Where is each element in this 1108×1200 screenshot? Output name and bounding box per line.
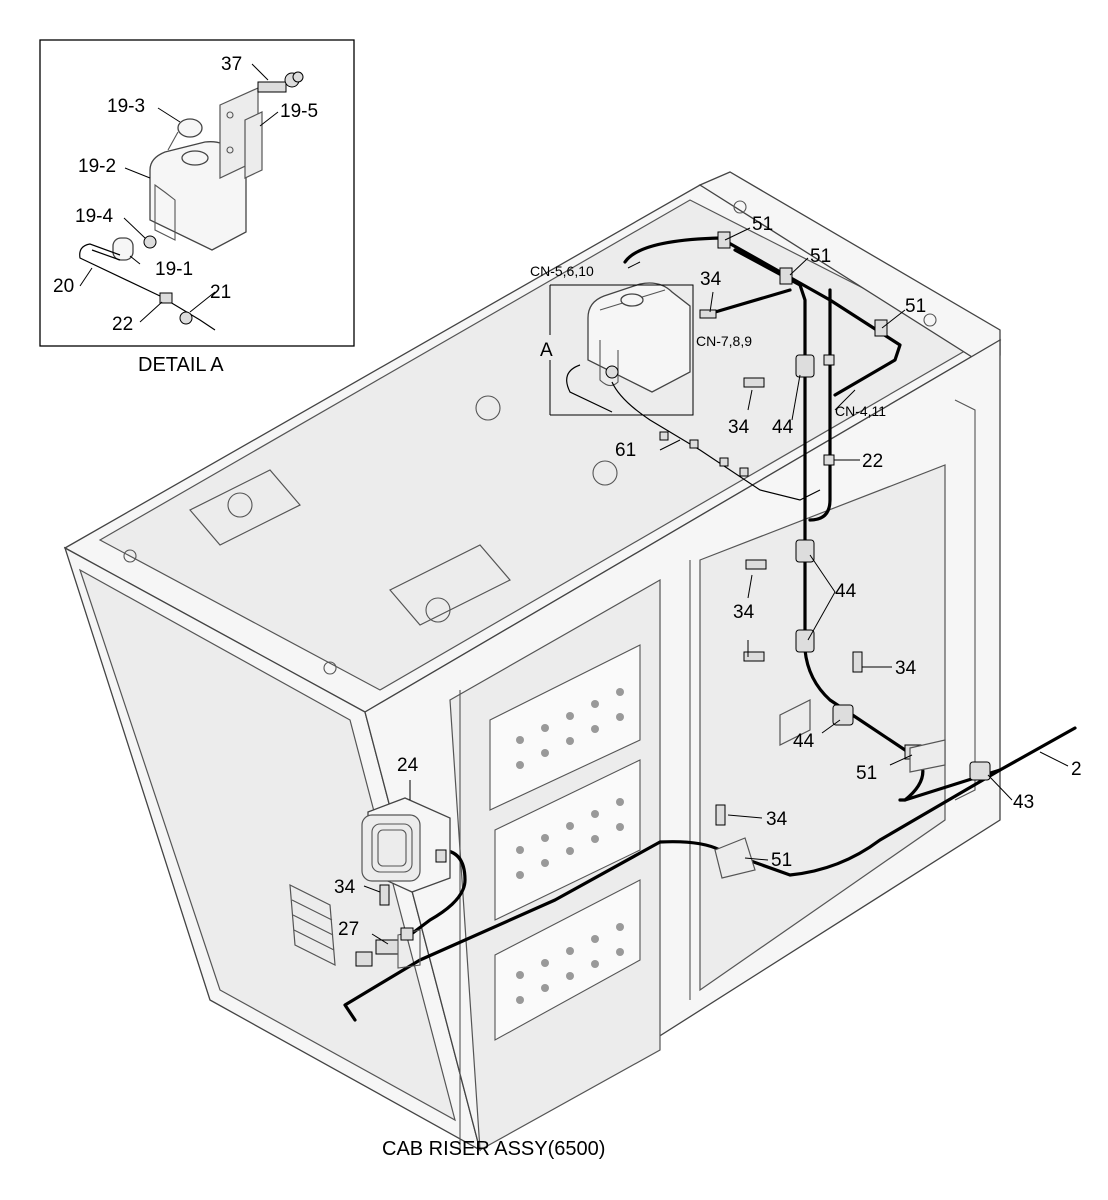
washer-tank — [587, 282, 691, 393]
callout-34-a: 34 — [700, 269, 722, 290]
label-19-4: 19-4 — [75, 206, 113, 227]
connector-cn-5-6-10: CN-5,6,10 — [530, 263, 594, 279]
callout-34-b: 34 — [728, 417, 750, 438]
assembly-caption: CAB RISER ASSY(6500) — [382, 1138, 605, 1160]
callout-22: 22 — [862, 451, 883, 472]
callout-51-a: 51 — [752, 214, 773, 235]
callout-24: 24 — [397, 755, 419, 776]
callout-34-c: 34 — [733, 602, 755, 623]
label-37: 37 — [221, 54, 242, 75]
connector-bracket — [355, 927, 421, 969]
callout-51-c: 51 — [905, 296, 926, 317]
callout-44-b: 44 — [835, 581, 857, 602]
callout-27: 27 — [338, 919, 359, 940]
detail-marker-a: A — [540, 340, 553, 361]
callout-34-f: 34 — [334, 877, 356, 898]
detail-a-inset — [39, 39, 355, 347]
cab-riser-frame — [63, 171, 1002, 1152]
mount-plates — [714, 699, 946, 879]
callout-51-d: 51 — [856, 763, 877, 784]
callout-51-e: 51 — [771, 850, 792, 871]
vent-grates — [489, 644, 641, 1041]
label-19-2: 19-2 — [78, 156, 116, 177]
connector-cn-4-11: CN-4,11 — [835, 403, 886, 419]
detail-labels: 37 19-3 19-5 19-2 19-4 19-1 20 21 22 DET… — [53, 54, 318, 376]
callout-34-d: 34 — [895, 658, 917, 679]
label-19-5: 19-5 — [280, 101, 318, 122]
detail-a-callout-frame — [549, 284, 694, 416]
leader-lines — [363, 227, 1069, 945]
label-20: 20 — [53, 276, 74, 297]
label-22-detail: 22 — [112, 314, 133, 335]
harness-clamps — [659, 231, 991, 865]
callout-2: 2 — [1071, 759, 1082, 780]
callout-44-c: 44 — [793, 731, 815, 752]
callout-44-a: 44 — [772, 417, 794, 438]
label-19-1: 19-1 — [155, 259, 193, 280]
callout-34-e: 34 — [766, 809, 788, 830]
label-19-3: 19-3 — [107, 96, 145, 117]
connector-cn-7-8-9: CN-7,8,9 — [696, 333, 752, 349]
label-21: 21 — [210, 282, 231, 303]
detail-caption: DETAIL A — [138, 354, 224, 376]
callout-51-b: 51 — [810, 246, 831, 267]
main-labels: A CN-5,6,10 CN-7,8,9 CN-4,11 51 51 51 34… — [334, 214, 1082, 1160]
callout-61: 61 — [615, 440, 636, 461]
work-light — [361, 797, 451, 893]
side-louver — [289, 883, 336, 967]
callout-43: 43 — [1013, 792, 1034, 813]
bolts-34 — [379, 309, 863, 906]
